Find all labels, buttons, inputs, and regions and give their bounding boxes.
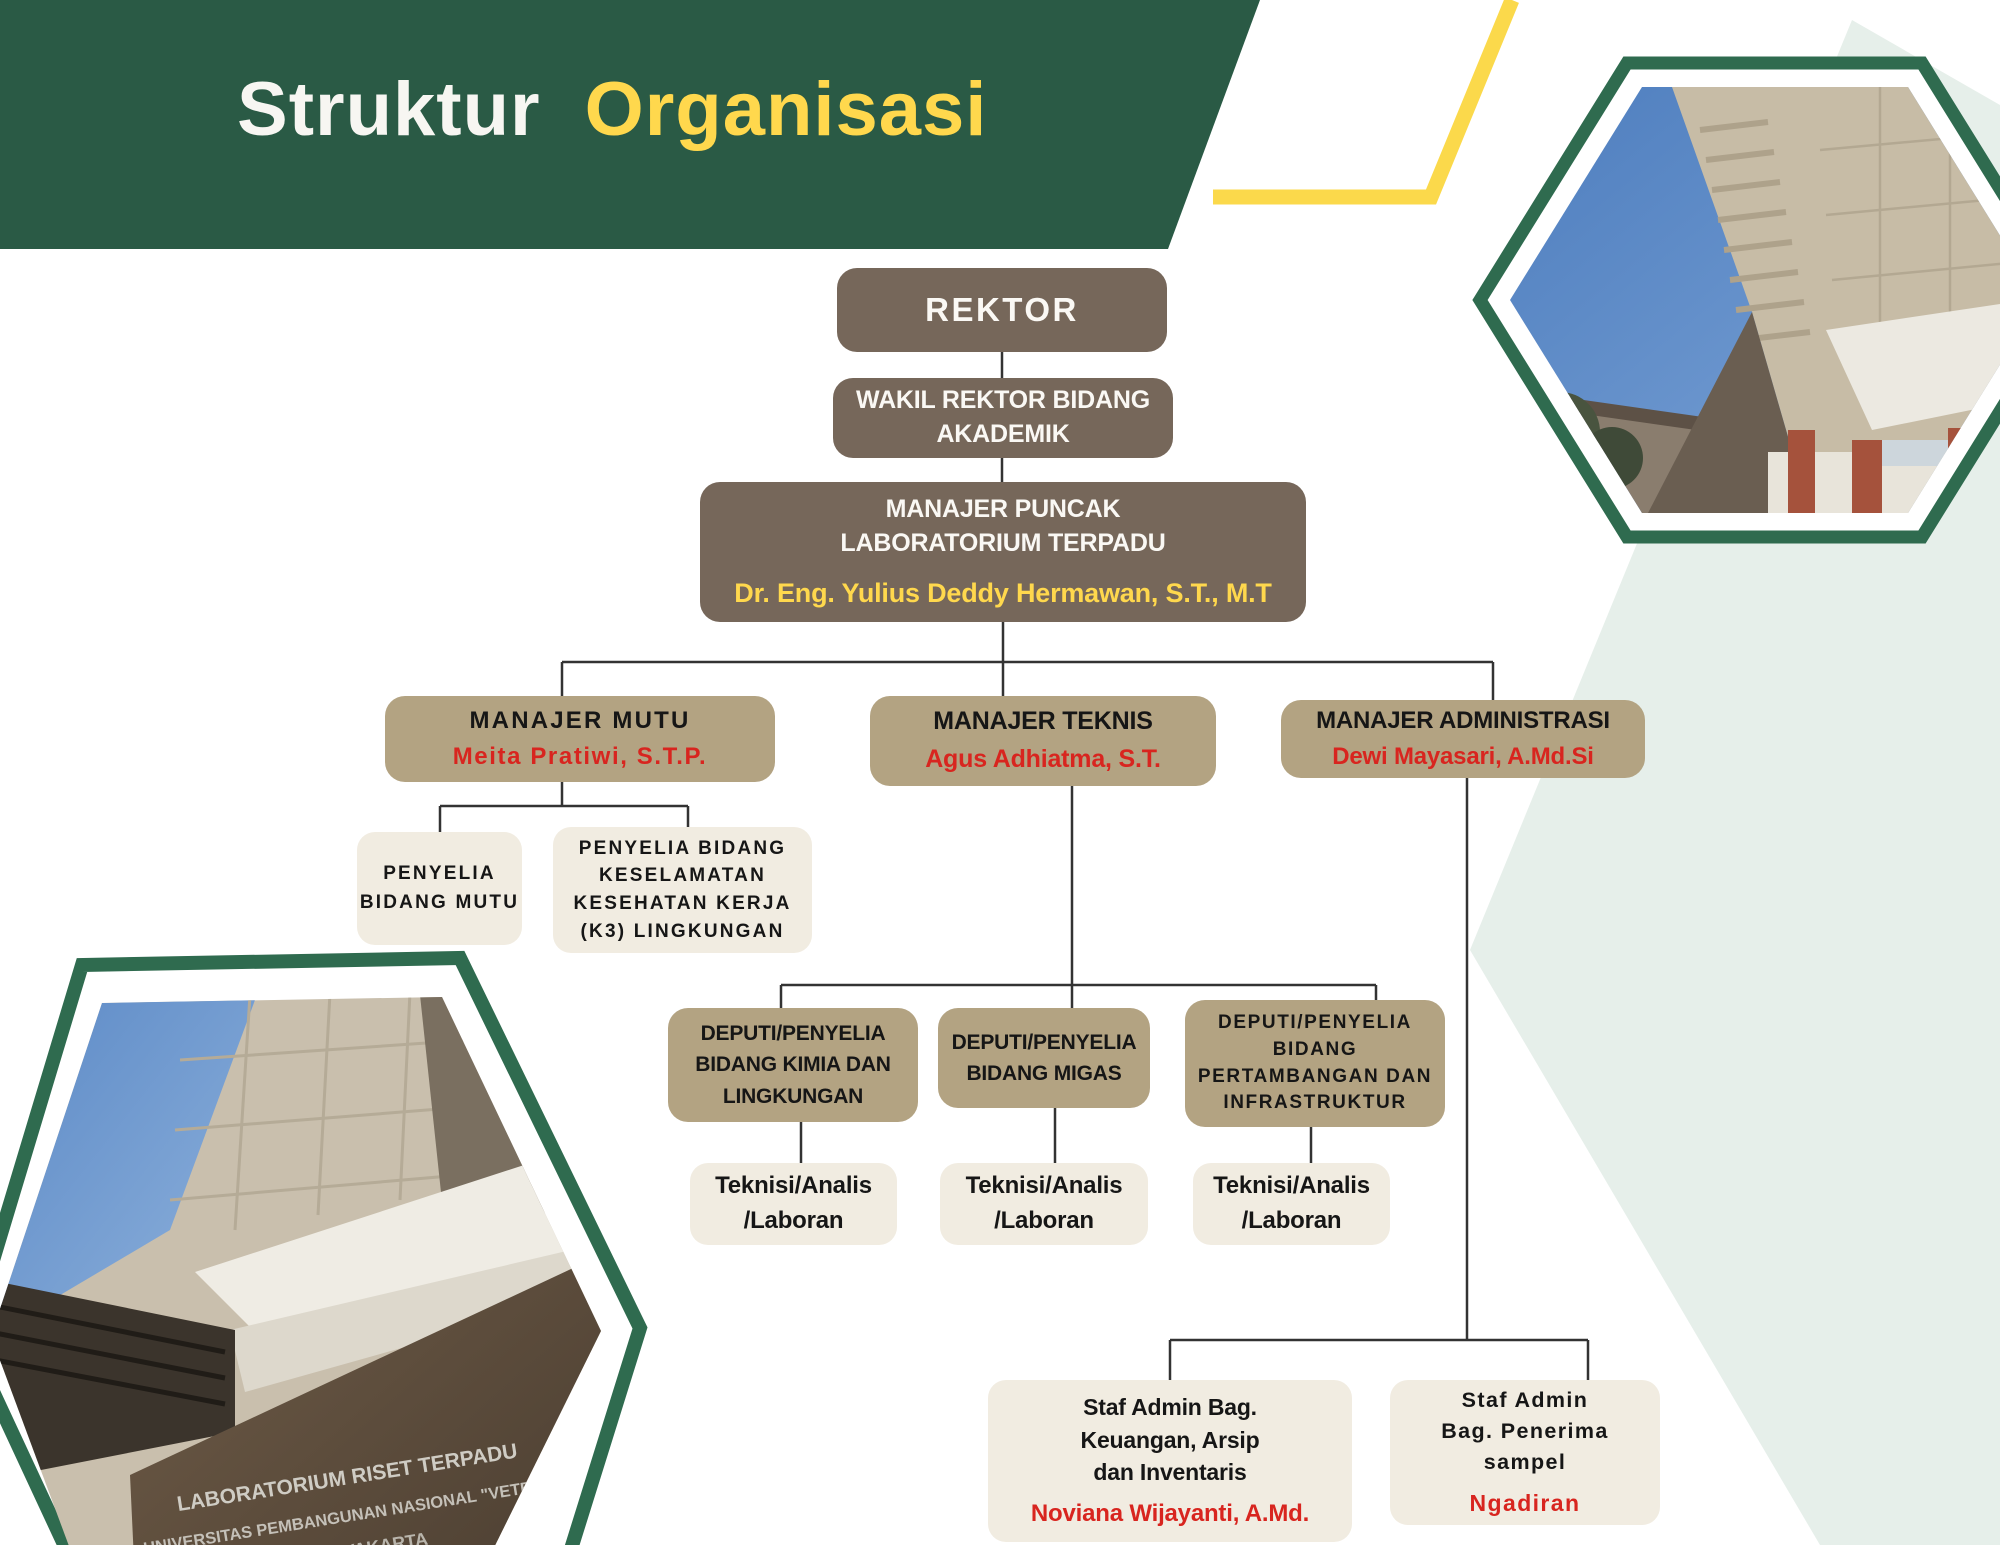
penyelia-k3-line2: KESELAMATAN [598,865,767,887]
deputi-kimia-line2: BIDANG KIMIA DAN [695,1053,891,1077]
node-rektor: REKTOR [837,268,1167,352]
manajer-administrasi-name: Dewi Mayasari, A.Md.Si [1332,742,1594,770]
deputi-migas-line2: BIDANG MIGAS [966,1062,1122,1085]
staf-keuangan-line2: Keuangan, Arsip [1080,1426,1260,1453]
puncak-name: Dr. Eng. Yulius Deddy Hermawan, S.T., M.… [734,577,1272,608]
connector-lines [438,352,1590,1380]
manajer-teknis-title: MANAJER TEKNIS [933,707,1153,736]
deputi-kimia-line1: DEPUTI/PENYELIA [700,1021,886,1045]
staf-keuangan-line1: Staf Admin Bag. [1083,1394,1257,1421]
manajer-administrasi-title: MANAJER ADMINISTRASI [1316,707,1610,735]
node-teknisi-analis-laboran-2: Teknisi/Analis /Laboran [940,1163,1148,1245]
yellow-accent-line [1213,0,1519,205]
deputi-pertambangan-line1: DEPUTI/PENYELIA [1218,1011,1412,1033]
node-deputi-kimia-lingkungan: DEPUTI/PENYELIA BIDANG KIMIA DAN LINGKUN… [668,1008,918,1122]
node-manajer-mutu: MANAJER MUTU Meita Pratiwi, S.T.P. [385,696,775,782]
manajer-teknis-name: Agus Adhiatma, S.T. [925,745,1161,773]
teknisi-line1: Teknisi/Analis [965,1172,1123,1200]
puncak-title-line2: LABORATORIUM TERPADU [840,528,1166,557]
header-banner: Struktur Organisasi [0,0,1260,249]
node-manajer-administrasi: MANAJER ADMINISTRASI Dewi Mayasari, A.Md… [1281,700,1645,778]
wakil-line1: WAKIL REKTOR BIDANG [856,386,1150,415]
puncak-title-line1: MANAJER PUNCAK [885,495,1121,524]
penyelia-mutu-line2: BIDANG MUTU [359,891,520,913]
page-title-word-struktur: Struktur [237,67,541,152]
staf-sampel-line1: Staf Admin [1461,1387,1589,1412]
node-manajer-puncak: MANAJER PUNCAK LABORATORIUM TERPADU Dr. … [700,482,1306,622]
node-staf-admin-keuangan: Staf Admin Bag. Keuangan, Arsip dan Inve… [988,1380,1352,1542]
teknisi-line1: Teknisi/Analis [1213,1172,1370,1200]
deputi-migas-line1: DEPUTI/PENYELIA [951,1030,1137,1054]
deputi-pertambangan-line2: BIDANG [1272,1038,1358,1060]
manajer-mutu-name: Meita Pratiwi, S.T.P. [452,743,708,770]
node-manajer-teknis: MANAJER TEKNIS Agus Adhiatma, S.T. [870,696,1216,786]
node-deputi-migas: DEPUTI/PENYELIA BIDANG MIGAS [938,1008,1150,1108]
deputi-pertambangan-line4: INFRASTRUKTUR [1223,1092,1407,1114]
page-title: Struktur Organisasi [237,66,987,153]
staf-sampel-name: Ngadiran [1469,1490,1581,1517]
penyelia-k3-line3: KESEHATAN KERJA [573,893,792,914]
node-wakil-rektor-bidang-akademik: WAKIL REKTOR BIDANG AKADEMIK [833,378,1173,458]
node-deputi-pertambangan-infrastruktur: DEPUTI/PENYELIA BIDANG PERTAMBANGAN DAN … [1185,1000,1445,1127]
teknisi-line2: /Laboran [994,1207,1094,1234]
penyelia-k3-line4: (K3) LINGKUNGAN [580,920,785,942]
node-penyelia-k3-lingkungan: PENYELIA BIDANG KESELAMATAN KESEHATAN KE… [553,827,812,953]
deputi-kimia-line3: LINGKUNGAN [722,1084,864,1108]
wakil-line2: AKADEMIK [936,420,1070,448]
hexagon-photo-top-right [1472,56,2000,544]
penyelia-mutu-line1: PENYELIA [383,863,496,884]
node-staf-admin-penerima-sampel: Staf Admin Bag. Penerima sampel Ngadiran [1390,1380,1660,1525]
staf-keuangan-name: Noviana Wijayanti, A.Md. [1030,1499,1310,1527]
penyelia-k3-line1: PENYELIA BIDANG [578,837,787,859]
rektor-title: REKTOR [925,290,1079,328]
staf-sampel-line2: Bag. Penerima [1441,1418,1609,1443]
teknisi-line2: /Laboran [743,1207,844,1234]
teknisi-line2: /Laboran [1241,1207,1342,1234]
node-penyelia-bidang-mutu: PENYELIA BIDANG MUTU [357,832,522,945]
node-teknisi-analis-laboran-1: Teknisi/Analis /Laboran [690,1163,897,1245]
staf-keuangan-line3: dan Inventaris [1093,1458,1247,1485]
deputi-pertambangan-line3: PERTAMBANGAN DAN [1197,1065,1433,1087]
hexagon-photo-bottom-left: LABORATORIUM RISET TERPADU UNIVERSITAS P… [0,950,648,1545]
teknisi-line1: Teknisi/Analis [715,1172,872,1200]
staf-sampel-line3: sampel [1483,1449,1567,1474]
node-teknisi-analis-laboran-3: Teknisi/Analis /Laboran [1193,1163,1390,1245]
manajer-mutu-title: MANAJER MUTU [469,706,691,734]
page-title-word-organisasi: Organisasi [584,67,988,152]
